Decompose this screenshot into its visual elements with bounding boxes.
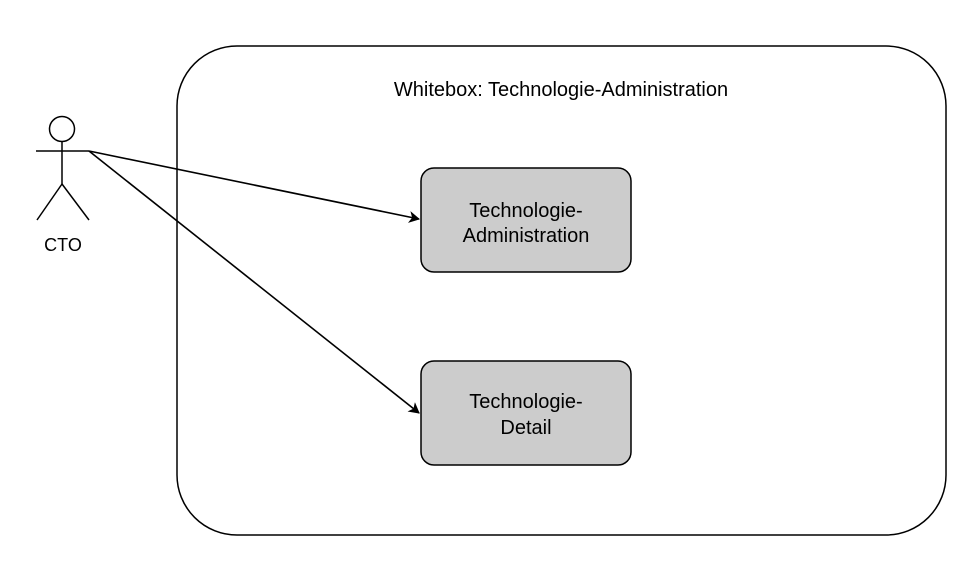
component-label-line2: Administration	[463, 225, 590, 247]
component-technologie-administration[interactable]: Technologie- Administration	[420, 167, 632, 273]
boundary-title: Whitebox: Technologie-Administration	[394, 79, 728, 101]
component-label-line2: Detail	[500, 417, 551, 439]
component-label-line1: Technologie-	[469, 391, 582, 413]
whitebox-boundary[interactable]	[176, 45, 947, 536]
connector-cto-to-administration[interactable]	[88, 150, 420, 223]
component-label-line1: Technologie-	[469, 200, 582, 222]
connector-cto-to-detail[interactable]	[88, 150, 420, 414]
actor-cto-icon[interactable]	[36, 115, 90, 221]
component-technologie-detail[interactable]: Technologie- Detail	[420, 360, 632, 466]
actor-label: CTO	[44, 235, 82, 255]
